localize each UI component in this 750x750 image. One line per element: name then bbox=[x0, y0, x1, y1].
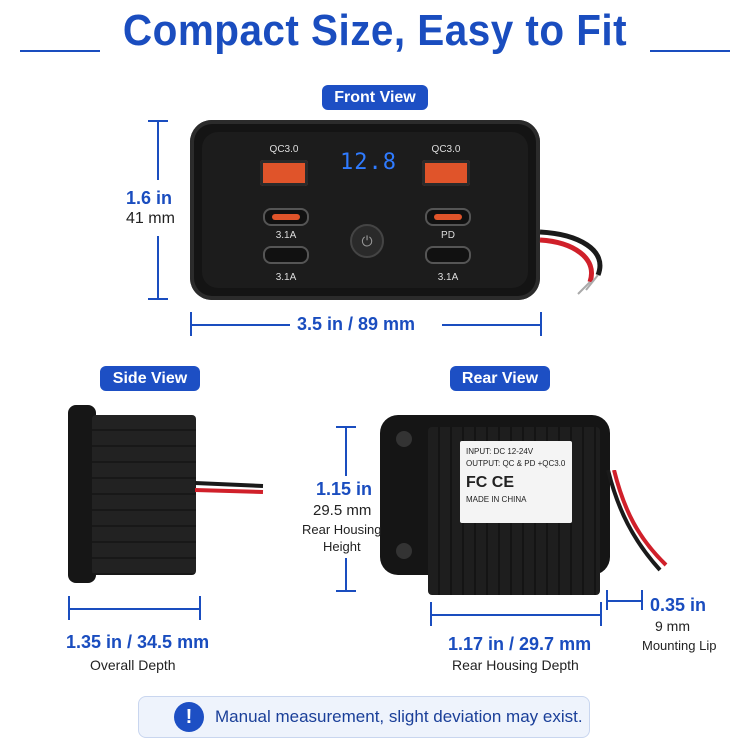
front-cable bbox=[539, 229, 603, 295]
side-depth-line bbox=[68, 608, 200, 610]
lip-caption: Mounting Lip bbox=[642, 638, 717, 653]
voltage-display: 12.8 bbox=[340, 150, 397, 175]
measurement-notice: ! Manual measurement, slight deviation m… bbox=[138, 696, 590, 738]
front-height-in: 1.6 in bbox=[126, 188, 173, 208]
front-height-mm: 41 mm bbox=[126, 210, 175, 227]
port-label-right-qc: QC3.0 bbox=[431, 144, 461, 155]
front-view-device: QC3.0 12.8 QC3.0 3.1A 3.1A ⏻ PD 3.1A bbox=[190, 120, 540, 300]
side-view-device bbox=[68, 405, 198, 583]
side-cable bbox=[195, 481, 264, 494]
side-depth: 1.35 in / 34.5 mm bbox=[66, 632, 210, 652]
side-depth-tick-right bbox=[199, 596, 201, 620]
side-body bbox=[92, 415, 196, 575]
rear-height-caption-2: Height bbox=[323, 539, 361, 554]
front-width-tick-right bbox=[540, 312, 542, 336]
page-title: Compact Size, Easy to Fit bbox=[122, 6, 628, 55]
side-view-label: Side View bbox=[100, 366, 200, 391]
rear-cable bbox=[606, 470, 668, 572]
port-label-right-bottom: 3.1A bbox=[437, 272, 459, 283]
title-left-rule bbox=[20, 50, 100, 52]
usb-a-port-right bbox=[422, 160, 470, 186]
port-label-right-mid: PD bbox=[441, 230, 455, 241]
front-height-line-bottom bbox=[157, 236, 159, 298]
rear-screw-hole-bl bbox=[396, 543, 412, 559]
lip-in: 0.35 in bbox=[650, 595, 707, 615]
exclamation-icon: ! bbox=[174, 702, 204, 732]
sticker-output: OUTPUT: QC & PD +QC3.0 bbox=[466, 459, 566, 468]
lip-line bbox=[606, 600, 642, 602]
usb-c-port-right-mid bbox=[425, 208, 471, 226]
port-label-left-mid: 3.1A bbox=[275, 230, 297, 241]
usb-c-port-right-bottom bbox=[425, 246, 471, 264]
rear-view-label: Rear View bbox=[450, 366, 550, 391]
notice-text: Manual measurement, slight deviation may… bbox=[215, 707, 583, 726]
side-flange bbox=[68, 405, 96, 583]
sticker-marks: FC CE bbox=[466, 474, 514, 491]
title-right-rule bbox=[650, 50, 730, 52]
front-view-label: Front View bbox=[322, 85, 428, 110]
usb-c-port-left-mid bbox=[263, 208, 309, 226]
side-depth-caption: Overall Depth bbox=[90, 657, 176, 673]
lip-mm: 9 mm bbox=[655, 618, 690, 634]
usb-c-port-left-bottom bbox=[263, 246, 309, 264]
port-label-left-qc: QC3.0 bbox=[269, 144, 299, 155]
rear-screw-hole-tl bbox=[396, 431, 412, 447]
usb-a-port-left bbox=[260, 160, 308, 186]
front-height-tick-bottom bbox=[148, 298, 168, 300]
rear-height-caption-1: Rear Housing bbox=[302, 522, 382, 537]
rear-view-device: INPUT: DC 12-24V OUTPUT: QC & PD +QC3.0 … bbox=[380, 415, 648, 595]
front-height-line-top bbox=[157, 120, 159, 180]
rear-height-tick-bottom bbox=[336, 590, 356, 592]
sticker-made: MADE IN CHINA bbox=[466, 495, 527, 504]
power-button[interactable]: ⏻ bbox=[350, 224, 384, 258]
port-label-left-bottom: 3.1A bbox=[275, 272, 297, 283]
power-icon: ⏻ bbox=[361, 233, 373, 249]
rear-depth: 1.17 in / 29.7 mm bbox=[448, 634, 592, 654]
front-width: 3.5 in / 89 mm bbox=[297, 314, 416, 334]
rear-height-mm: 29.5 mm bbox=[313, 502, 372, 519]
rear-height-line-top bbox=[345, 426, 347, 476]
front-width-line-left bbox=[190, 324, 290, 326]
front-panel bbox=[202, 132, 528, 288]
rear-depth-caption: Rear Housing Depth bbox=[452, 657, 579, 673]
lip-tick-right bbox=[641, 590, 643, 610]
rear-height-line-bottom bbox=[345, 558, 347, 590]
sticker-input: INPUT: DC 12-24V bbox=[466, 447, 534, 456]
rear-sticker: INPUT: DC 12-24V OUTPUT: QC & PD +QC3.0 … bbox=[460, 441, 572, 523]
rear-depth-tick-right bbox=[600, 602, 602, 626]
rear-depth-line bbox=[430, 614, 600, 616]
rear-height-in: 1.15 in bbox=[316, 479, 373, 499]
front-width-line-right bbox=[442, 324, 540, 326]
